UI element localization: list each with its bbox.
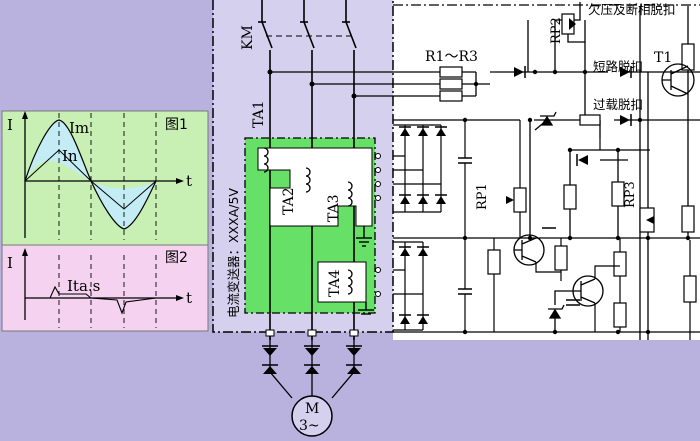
label-transformer: 电流变送器：XXXA/5V xyxy=(226,188,241,318)
label-rp1: RP1 xyxy=(475,183,490,210)
control-area xyxy=(393,0,700,340)
label-ta4: TA4 xyxy=(327,269,343,297)
graph-1: I Im In t 图1 xyxy=(1,110,209,246)
label-overload-trip: 过载脱扣 xyxy=(593,97,643,112)
g1-label-in: In xyxy=(62,147,78,165)
label-short-circuit-trip: 短路脱扣 xyxy=(593,59,643,74)
label-ta2: TA2 xyxy=(281,187,297,215)
g2-axis-t: t xyxy=(186,289,192,307)
motor-label-3phase: 3~ xyxy=(299,418,320,434)
g1-fig-label: 图1 xyxy=(165,117,188,133)
label-rp2: RP2 xyxy=(549,17,564,44)
label-rp3: RP3 xyxy=(623,181,638,208)
g2-fig-label: 图2 xyxy=(165,250,188,266)
label-km: KM xyxy=(240,25,256,50)
label-undervoltage-trip: 欠压及断相脱扣 xyxy=(588,2,676,17)
g1-axis-i: I xyxy=(7,116,13,134)
g2-label-ita: Ita.s xyxy=(67,277,100,295)
g1-label-im: Im xyxy=(69,119,89,137)
label-ta1: TA1 xyxy=(251,100,267,128)
motor-label-m: M xyxy=(305,401,319,417)
label-ta3: TA3 xyxy=(326,194,342,222)
graph-2: I Ita.s t 图2 xyxy=(1,244,209,332)
g1-axis-t: t xyxy=(186,172,192,190)
motor-symbol xyxy=(291,395,333,437)
g2-axis-i: I xyxy=(7,254,13,272)
label-r1-r3: R1～R3 xyxy=(425,49,478,65)
label-t1: T1 xyxy=(654,50,672,66)
